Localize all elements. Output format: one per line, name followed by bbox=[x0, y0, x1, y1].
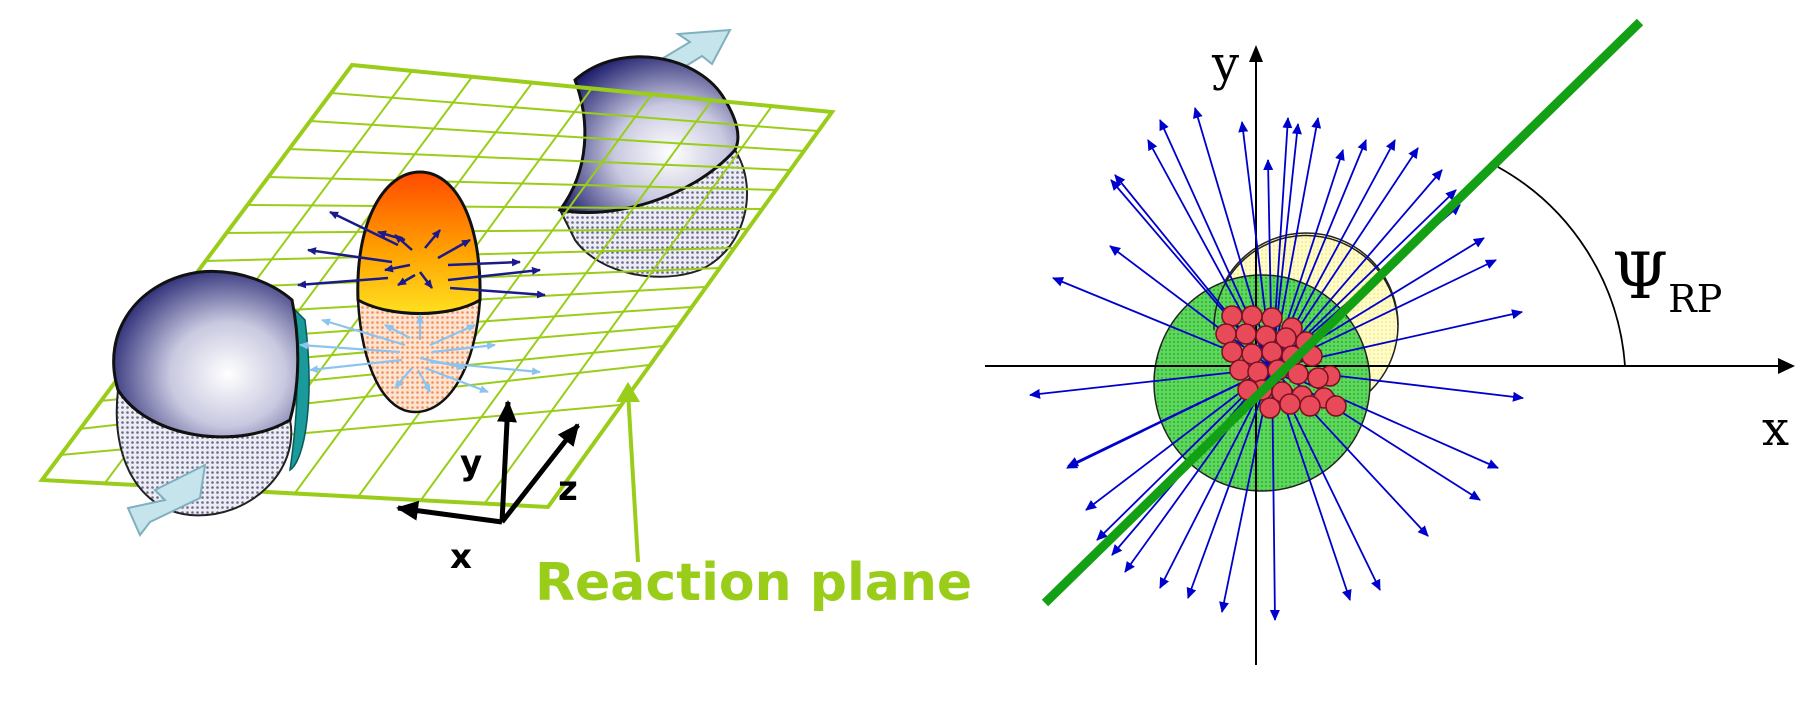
axes-3d bbox=[396, 400, 580, 525]
axis-x-label: x bbox=[1762, 401, 1789, 457]
nucleon bbox=[1241, 305, 1263, 327]
particle-arrow bbox=[1271, 117, 1322, 369]
reaction-plane-line bbox=[1041, 18, 1644, 607]
axis-3d-y bbox=[497, 400, 517, 523]
nucleon bbox=[1229, 359, 1251, 381]
collision-3d-panel: y z x Reaction plane bbox=[38, 28, 972, 613]
nucleon bbox=[1235, 323, 1257, 345]
nucleon bbox=[1215, 323, 1237, 345]
psi-subscript: RP bbox=[1668, 277, 1722, 321]
nucleon bbox=[1325, 395, 1347, 417]
psi-rp-label: ΨRP bbox=[1612, 240, 1722, 321]
particle-arrow bbox=[1186, 367, 1273, 599]
axis-3d-x-label: x bbox=[450, 537, 472, 577]
nucleon bbox=[1247, 361, 1269, 383]
axis-3d-z-label: z bbox=[558, 469, 578, 509]
axis-3d-z bbox=[500, 423, 580, 524]
axis-3d-x bbox=[396, 500, 503, 525]
axis-y-label: y bbox=[1211, 36, 1239, 92]
particle-arrow bbox=[1193, 107, 1273, 369]
beam-arrow-left bbox=[126, 463, 207, 537]
nucleon bbox=[1307, 367, 1329, 389]
nucleon bbox=[1221, 341, 1243, 363]
reaction-plane-pointer-head bbox=[616, 382, 640, 402]
flow-arrows-lower bbox=[299, 314, 541, 394]
particle-arrow bbox=[1066, 367, 1273, 469]
psi-symbol: Ψ bbox=[1612, 240, 1668, 314]
reaction-plane-pointer bbox=[626, 391, 640, 563]
overlap-almond bbox=[356, 170, 482, 414]
axis-3d-y-label: y bbox=[460, 443, 482, 483]
nucleon bbox=[1287, 363, 1309, 385]
nucleon bbox=[1261, 341, 1283, 363]
nucleon bbox=[1259, 397, 1281, 419]
nucleon bbox=[1221, 305, 1243, 327]
reaction-plane-label: Reaction plane bbox=[535, 553, 972, 613]
nucleus-upper-outline bbox=[1213, 234, 1399, 331]
psi-rp-arc bbox=[1497, 166, 1626, 367]
flow-arrows-upper bbox=[297, 210, 546, 299]
nucleon bbox=[1299, 395, 1321, 417]
nucleon bbox=[1261, 307, 1283, 329]
nucleus-left bbox=[112, 269, 310, 517]
nucleon bbox=[1279, 393, 1301, 415]
transverse-plane-panel: x y ΨRP bbox=[985, 18, 1795, 665]
